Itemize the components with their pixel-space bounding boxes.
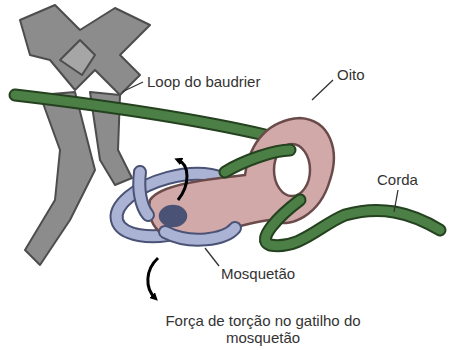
rope: [15, 95, 265, 135]
part-label: Loop do baudrier: [147, 73, 260, 90]
leader-line: [122, 80, 398, 266]
figure-eight: [149, 118, 334, 241]
note-label: Força de torção no gatilho do mosquetão: [163, 312, 363, 346]
rope-strand: [225, 150, 440, 246]
part-label: Mosquetão: [221, 265, 295, 282]
part-label: Corda: [377, 171, 418, 188]
torsion-arrow: [148, 160, 187, 298]
part-label: Oito: [337, 66, 365, 83]
